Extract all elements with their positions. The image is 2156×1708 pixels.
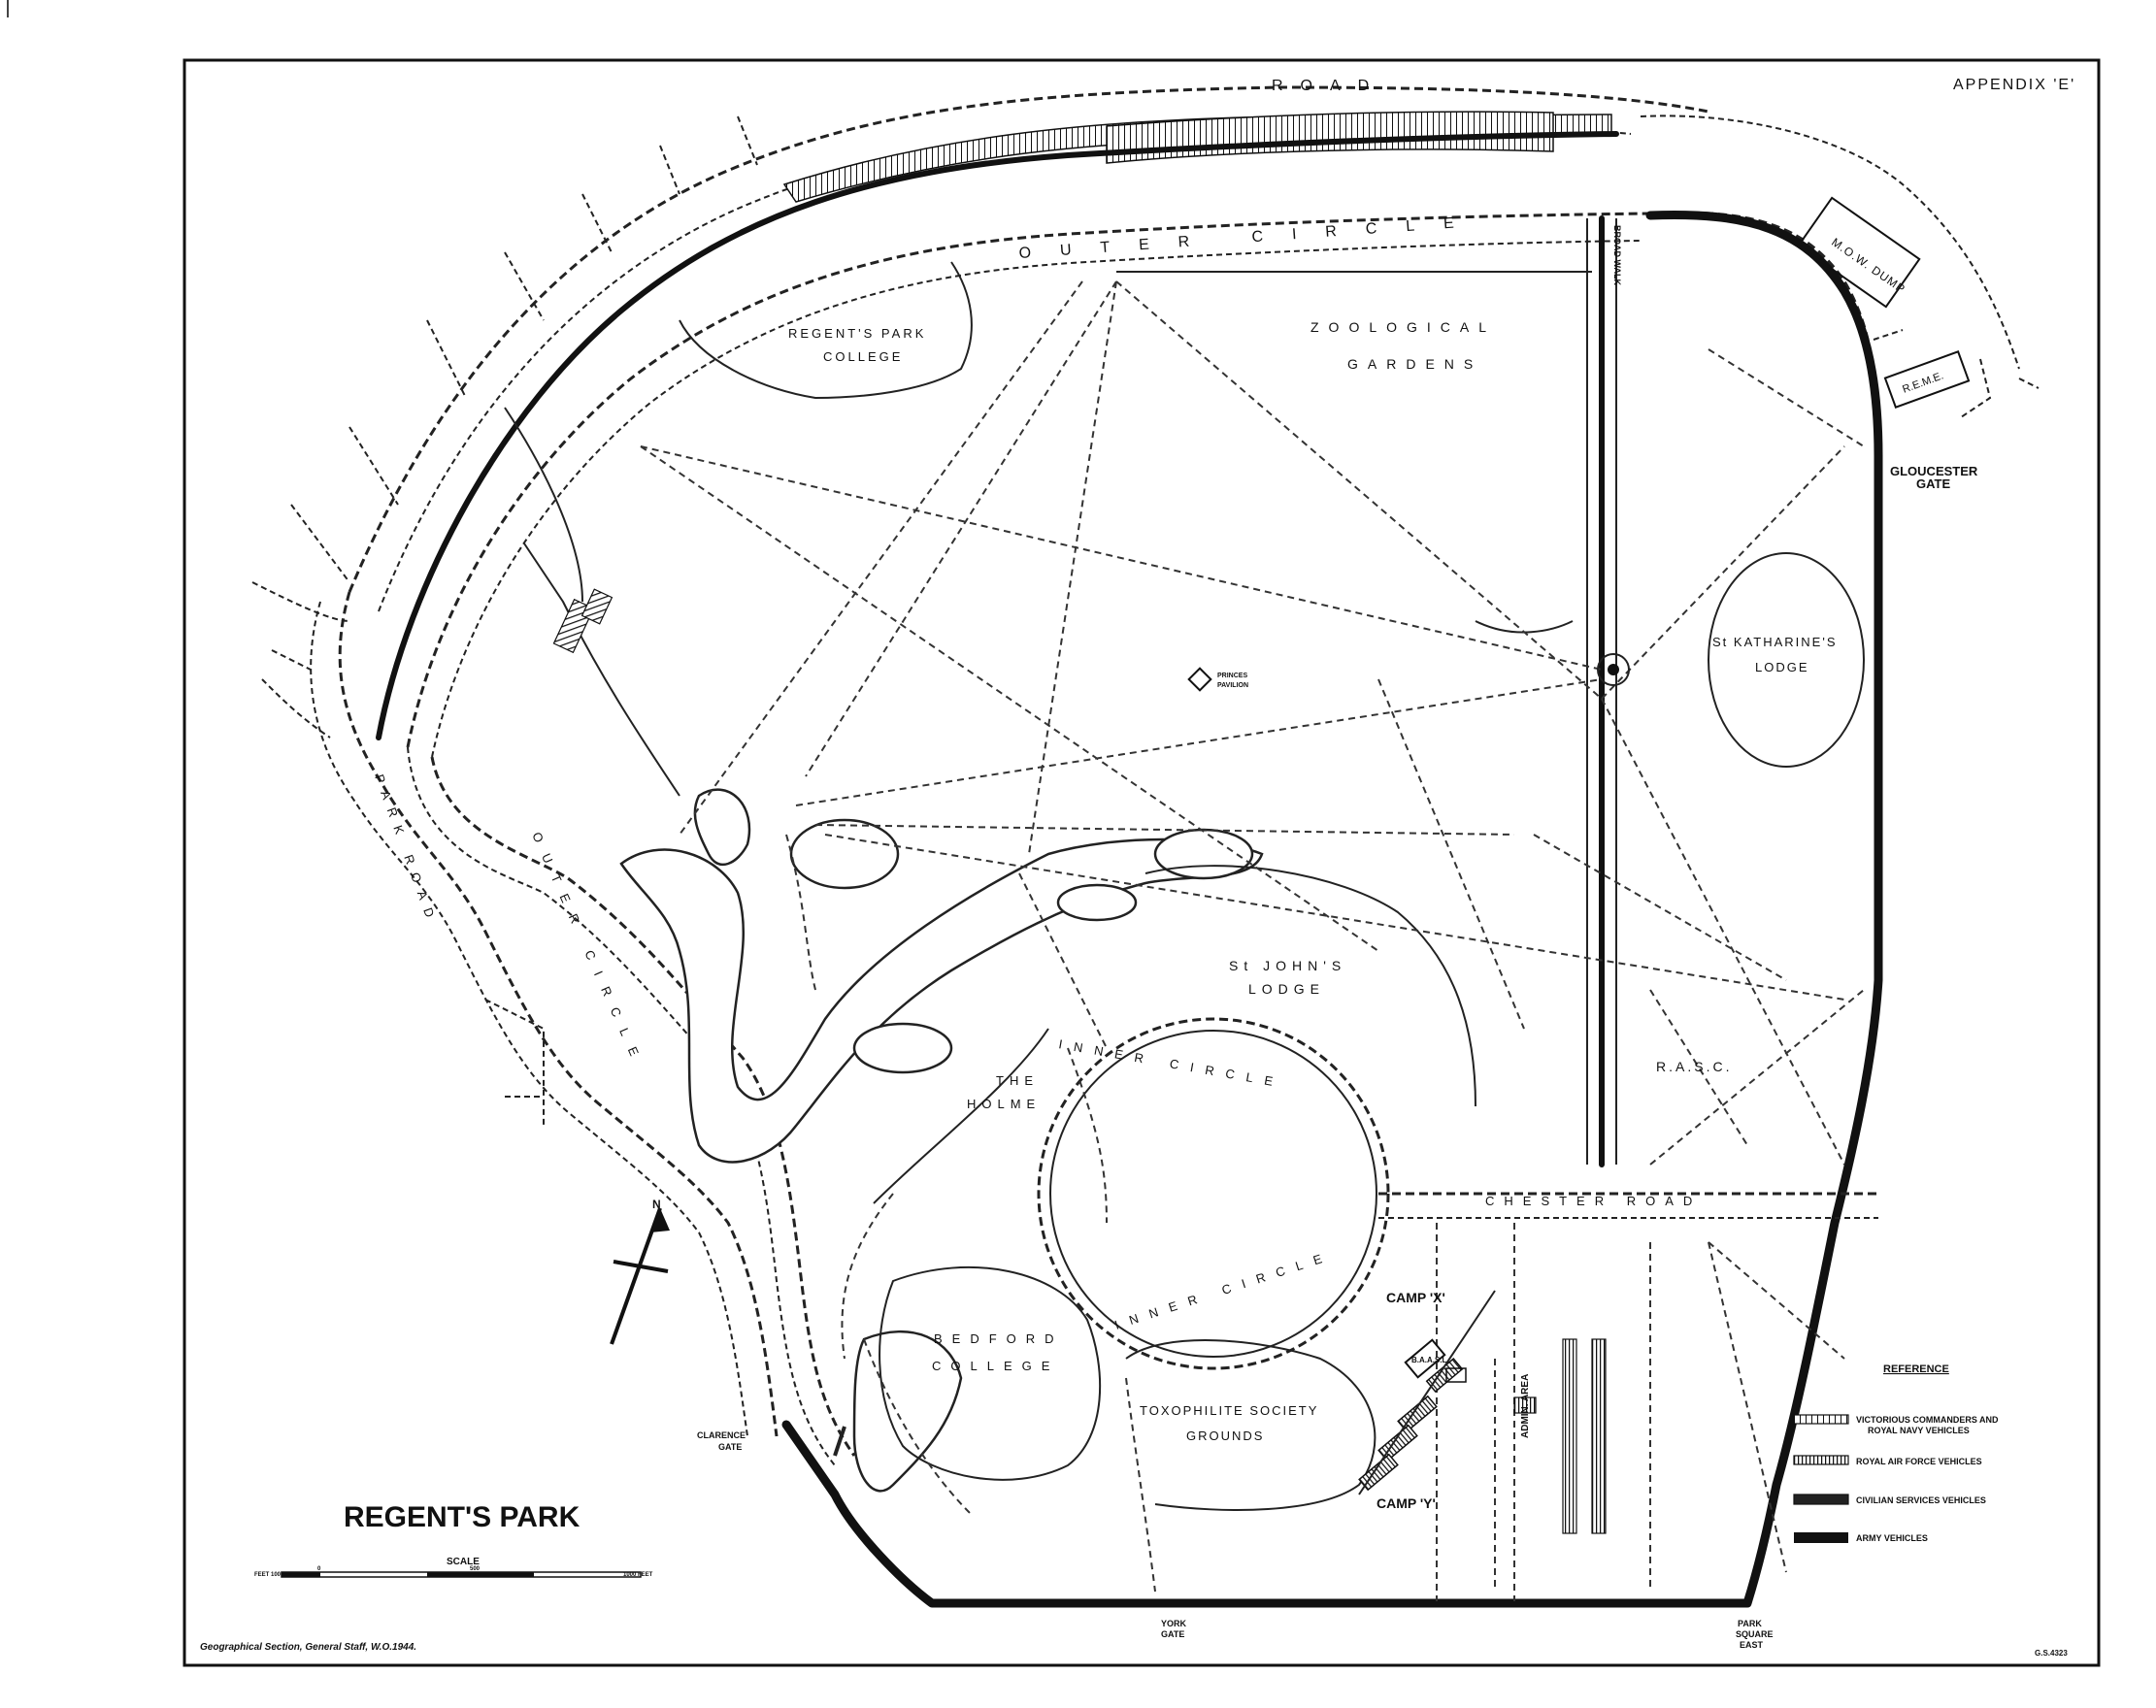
clarence-gate-label-1: CLARENCE	[697, 1430, 746, 1440]
toxophilite-label-2: GROUNDS	[1186, 1429, 1264, 1443]
credit-line: Geographical Section, General Staff, W.O…	[200, 1642, 416, 1653]
holme-label-2: HOLME	[967, 1097, 1041, 1111]
baasl-label: B.A.A.S.L.	[1411, 1356, 1449, 1364]
fountain-roundel	[1597, 653, 1630, 686]
reme-box	[1883, 350, 1971, 409]
legend-swatch-army	[1794, 1532, 1848, 1543]
outer-circle-north-label: OUTER CIRCLE	[1018, 214, 1483, 262]
gloucester-gate-label-2: GATE	[1916, 476, 1950, 491]
map-title-block: REGENT'S PARK SCALE FEET 100 0 500 1000 …	[254, 1501, 653, 1578]
park-road-label: PARK ROAD	[372, 772, 441, 929]
mow-dump-box	[1797, 196, 1921, 309]
map-border	[182, 58, 2101, 1667]
inner-circle-bottom-label: INNER CIRCLE	[1112, 1248, 1335, 1332]
admin-area-label: ADMIN. AREA	[1520, 1374, 1531, 1438]
zoo-label-1: ZOOLOGICAL	[1310, 319, 1496, 335]
st-katharines-label-2: LODGE	[1755, 660, 1809, 674]
sheet-ref: G.S.4323	[2035, 1649, 2068, 1658]
boating-lake	[619, 838, 1264, 1164]
rasc-label: R.A.S.C.	[1656, 1059, 1732, 1074]
inner-circle-road	[1037, 1017, 1390, 1370]
legend-label-navy-1: VICTORIOUS COMMANDERS AND	[1856, 1415, 1999, 1425]
legend-label-army: ARMY VEHICLES	[1856, 1533, 1928, 1543]
legend-title: REFERENCE	[1883, 1363, 1949, 1375]
camp-y-label: CAMP 'Y'	[1377, 1495, 1436, 1511]
legend-label-navy-2: ROYAL NAVY VEHICLES	[1868, 1426, 1970, 1435]
park-square-label-2: SQUARE	[1736, 1629, 1774, 1639]
north-letter: N	[652, 1198, 661, 1211]
army-vehicle-route	[781, 211, 1883, 1608]
york-gate-label-2: GATE	[1161, 1629, 1184, 1639]
legend-label-civilian: CIVILIAN SERVICES VEHICLES	[1856, 1495, 1986, 1505]
legend-swatch-navy	[1793, 1414, 1849, 1425]
college-label-2: COLLEGE	[823, 349, 903, 364]
chester-road-label: CHESTER ROAD	[1485, 1194, 1702, 1208]
zoo-label-2: GARDENS	[1347, 356, 1482, 372]
bedford-college-label-2: COLLEGE	[932, 1359, 1059, 1373]
college-label-1: REGENT'S PARK	[788, 326, 926, 341]
scale-tick-1: 0	[317, 1566, 321, 1572]
st-johns-label-2: LODGE	[1248, 981, 1325, 997]
legend-label-raf: ROYAL AIR FORCE VEHICLES	[1856, 1457, 1982, 1466]
inner-circle-top-label: INNER CIRCLE	[1057, 1036, 1285, 1091]
camp-x-label: CAMP 'X'	[1386, 1290, 1445, 1305]
legend-swatch-civilian	[1793, 1494, 1849, 1505]
princes-pavilion-label-1: PRINCES	[1217, 673, 1247, 679]
st-johns-label-1: St JOHN'S	[1229, 958, 1346, 973]
holme-label-1: THE	[996, 1073, 1039, 1088]
park-square-label-1: PARK	[1738, 1619, 1762, 1628]
legend-swatch-raf	[1793, 1455, 1849, 1465]
appendix-label: APPENDIX 'E'	[1953, 77, 2075, 93]
bedford-college-label-1: BEDFORD	[934, 1331, 1064, 1346]
map-title: REGENT'S PARK	[344, 1501, 580, 1533]
scale-tick-3: 1000 FEET	[623, 1572, 653, 1578]
park-square-label-3: EAST	[1740, 1640, 1764, 1650]
princes-pavilion-label-2: PAVILION	[1217, 682, 1248, 689]
clarence-gate-label-2: GATE	[718, 1442, 742, 1452]
scale-tick-0: FEET 100	[254, 1572, 282, 1578]
scale-label: SCALE	[447, 1557, 480, 1567]
scale-tick-2: 500	[470, 1566, 481, 1572]
gloucester-gate-label-1: GLOUCESTER	[1890, 464, 1978, 478]
north-arrow: N	[610, 1198, 670, 1345]
park-footpaths	[640, 280, 1865, 1601]
toxophilite-label-1: TOXOPHILITE SOCIETY	[1140, 1403, 1318, 1418]
legend: REFERENCE VICTORIOUS COMMANDERS AND ROYA…	[1793, 1363, 1999, 1543]
broad-walk-label: BROAD WALK	[1612, 225, 1622, 285]
camp-huts	[1358, 1290, 1607, 1534]
outer-road-system	[251, 85, 2040, 1466]
st-katharines-label-1b: St KATHARINE'S	[1712, 635, 1837, 649]
road-north-label: ROAD	[1272, 78, 1386, 94]
princes-pavilion-marker	[1187, 667, 1212, 692]
york-gate-label-1: YORK	[1161, 1619, 1187, 1628]
